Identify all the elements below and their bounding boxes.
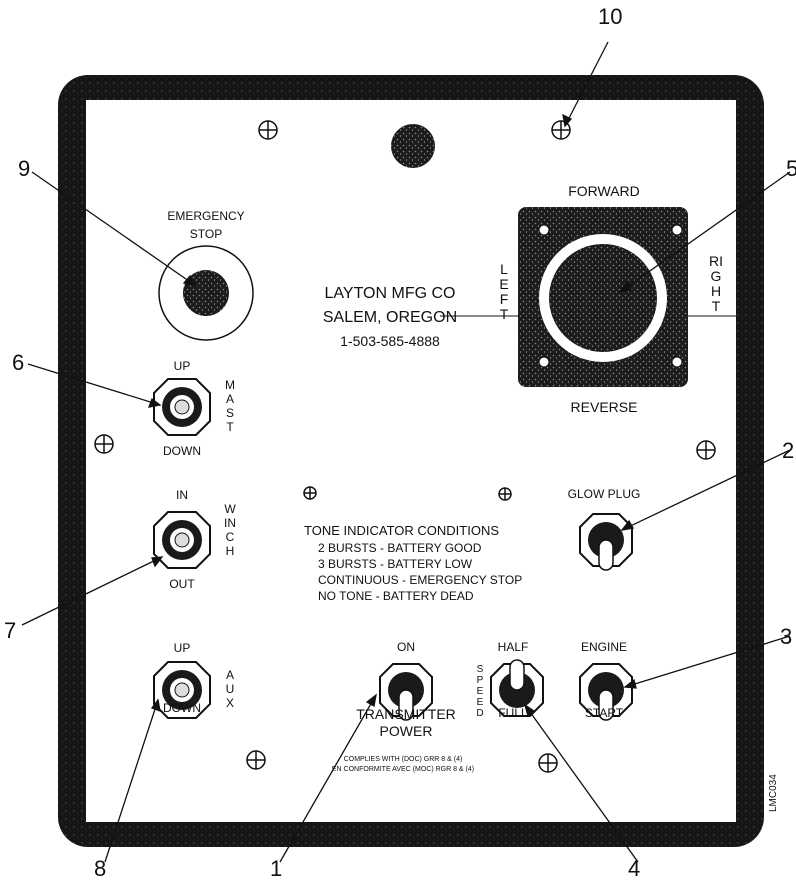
glow-plug-label: GLOW PLUG [567,487,641,501]
emergency-stop-button [158,245,254,341]
callout-4: 4 [628,856,641,881]
mast-switch [153,378,211,436]
callout-leaders [21,41,791,863]
joystick-left-label: LEFT [499,261,509,322]
screw-top-left [258,120,278,140]
leader-4 [524,704,639,863]
transmitter-on-label: ON [397,640,415,654]
screw-tone-left [303,486,317,500]
callout-8: 8 [94,856,107,881]
leader-9 [31,171,197,287]
screw-mid-right [696,440,716,460]
screw-mid-left [94,434,114,454]
tone-indicator-block: TONE INDICATOR CONDITIONS 2 BURSTS - BAT… [304,523,522,604]
screw-top-right [551,120,571,140]
callout-9: 9 [18,156,31,181]
engine-start-label: START [584,706,624,720]
engine-start-toggle [579,663,633,721]
compliance-line2: EN CONFORMITE AVEC (MOC) RGR 8 & (4) [331,766,475,773]
callout-2: 2 [782,438,795,463]
winch-out-label: OUT [169,577,195,591]
callout-7: 7 [4,618,17,643]
aux-down-label: DOWN [163,701,201,715]
aux-up-label: UP [173,641,191,655]
indicator-lamp [391,124,435,168]
speed-full-label: FULL [498,706,528,720]
leader-3 [624,635,791,688]
leader-1 [279,694,377,863]
screw-tone-right [498,487,512,501]
leader-10 [564,41,609,127]
callout-1: 1 [270,856,283,881]
leader-2 [621,449,791,531]
speed-half-label: HALF [497,640,529,654]
transmitter-label-line1: TRANSMITTER [356,706,456,722]
manufacturer-name: LAYTON MFG CO [324,285,456,302]
winch-title-label: WINCH [224,502,236,558]
callout-5: 5 [786,156,796,181]
callout-6: 6 [12,350,25,375]
speed-title-label: SPEED [476,664,484,719]
callout-10: 10 [598,4,623,29]
tone-line-2: 3 BURSTS - BATTERY LOW [318,557,473,571]
tone-line-3: CONTINUOUS - EMERGENCY STOP [318,573,523,587]
speed-toggle [490,659,544,717]
engine-label: ENGINE [580,640,628,654]
aux-switch [153,661,211,719]
tone-line-1: 2 BURSTS - BATTERY GOOD [318,541,482,555]
joystick-control [440,207,740,387]
emergency-stop-label-line2: STOP [189,227,223,241]
transmitter-power-toggle [379,663,433,721]
leader-6 [27,363,161,406]
screw-bottom-left [246,750,266,770]
emergency-stop-label-line1: EMERGENCY [167,209,245,223]
tone-line-4: NO TONE - BATTERY DEAD [318,589,474,603]
leader-7 [21,556,163,626]
tone-title: TONE INDICATOR CONDITIONS [304,523,500,538]
figure-id: LMC034 [768,774,779,812]
joystick-forward-label: FORWARD [568,183,640,199]
callout-3: 3 [780,624,793,649]
manufacturer-city: SALEM, OREGON [322,309,458,326]
joystick-right-label: RIGHT [709,253,723,314]
glow-plug-toggle [579,513,633,571]
joystick-reverse-label: REVERSE [570,399,638,415]
mounting-screws [94,120,716,773]
compliance-line1: COMPLIES WITH (DOC) GRR 8 & (4) [343,756,463,763]
mast-title-label: MAST [225,378,235,434]
transmitter-label-line2: POWER [379,723,433,739]
manufacturer-phone: 1-503-585-4888 [340,333,440,349]
winch-switch [153,511,211,569]
aux-title-label: AUX [225,668,235,710]
mast-up-label: UP [173,359,191,373]
screw-bottom-right [538,753,558,773]
leader-5 [619,171,791,293]
mast-down-label: DOWN [163,444,201,458]
winch-in-label: IN [176,488,188,502]
leader-8 [104,699,159,863]
